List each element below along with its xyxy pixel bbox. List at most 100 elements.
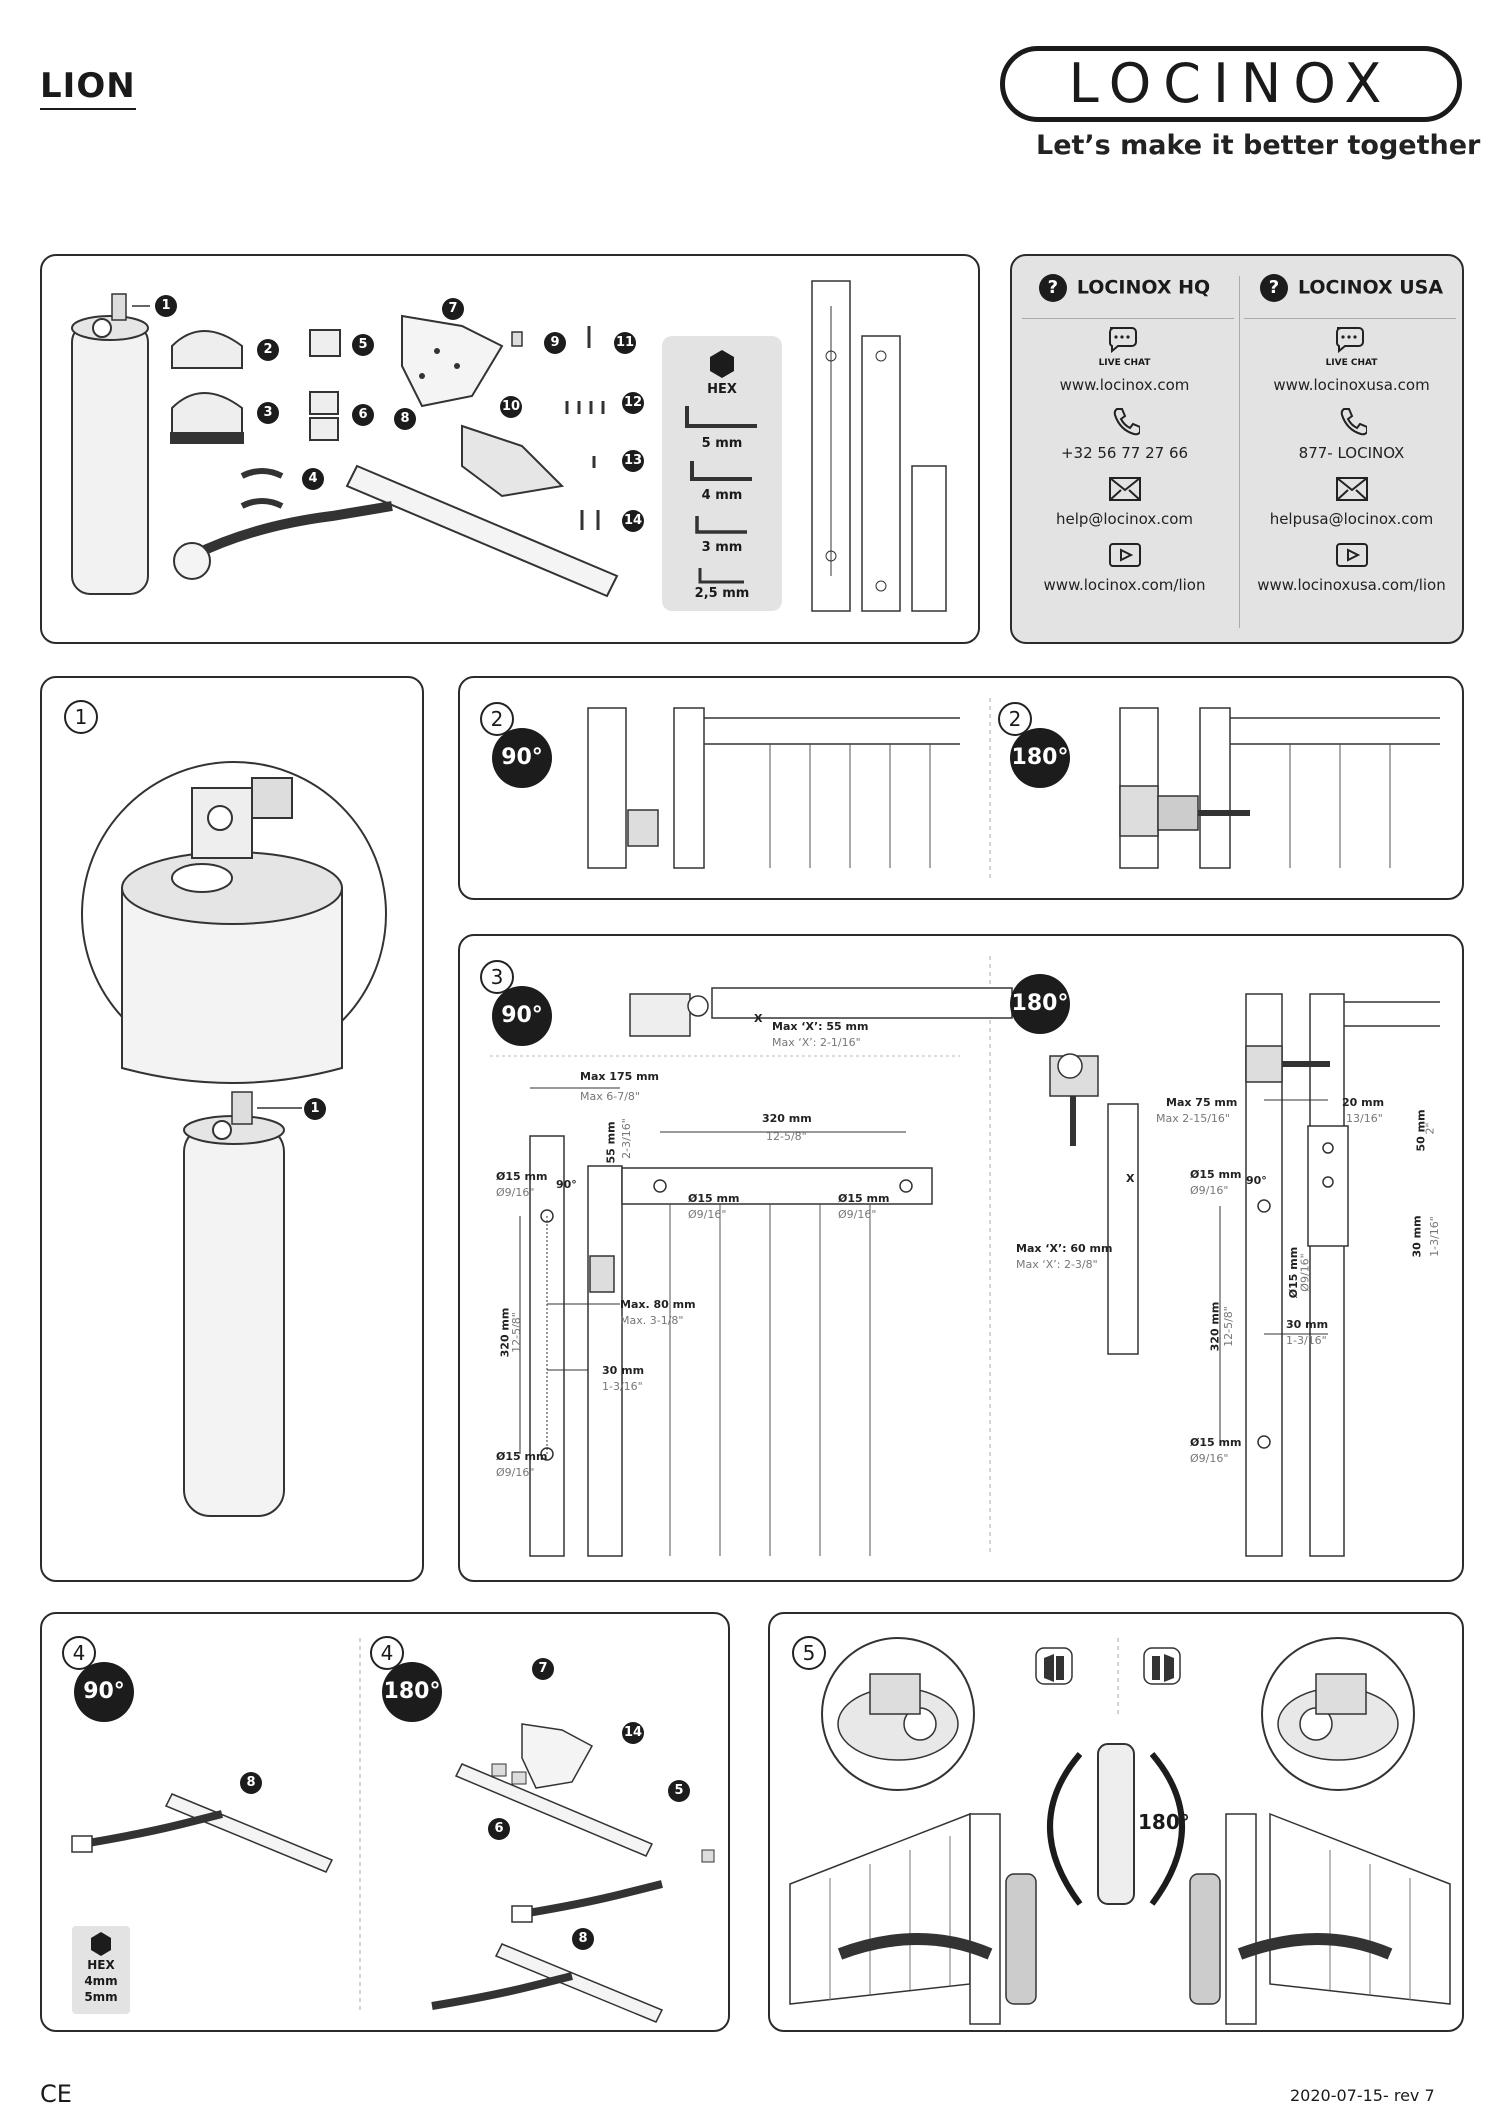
chat-icon	[1017, 324, 1232, 358]
step1-number: 1	[64, 700, 98, 734]
step4-callout-8b: 8	[572, 1928, 594, 1950]
hex-size-25: 2,5 mm	[694, 586, 750, 601]
parts-panel: 1 2 3 4 5 6 7 8 9 10 11 12 13 14 HEX 5 m…	[40, 254, 980, 644]
part-callout-10: 10	[500, 396, 522, 418]
part-callout-12: 12	[622, 392, 644, 414]
dim90-55-in: 2-3/16"	[619, 1118, 633, 1159]
step4-panel: 4 90° 4 180° 8 7 14 5 6 8 HEX 4mm 5mm	[40, 1612, 730, 2032]
usa-email[interactable]: helpusa@locinox.com	[1269, 510, 1434, 528]
dim90-d15-top: Ø15 mm	[496, 1170, 548, 1183]
step3-180-angle: 180°	[1010, 974, 1070, 1034]
dim90-d15-mid: Ø15 mm	[688, 1192, 740, 1205]
dim90-max80-in: Max. 3-1/8"	[620, 1314, 684, 1327]
step4-callout-7: 7	[532, 1658, 554, 1680]
part-callout-14: 14	[622, 510, 644, 532]
dim180-30v-in: 1-3/16"	[1427, 1216, 1441, 1257]
dim180-max75-in: Max 2-15/16"	[1156, 1112, 1230, 1125]
dim90-angle: 90°	[556, 1178, 577, 1191]
parts-illustration	[71, 280, 947, 612]
step4-90-angle: 90°	[74, 1662, 134, 1722]
email-icon	[1017, 476, 1232, 506]
dim180-d15v-in: Ø9/16"	[1298, 1253, 1312, 1292]
dim180-x-label: X	[1126, 1172, 1135, 1185]
contact-panel: ?LOCINOX HQ LIVE CHAT www.locinox.com +3…	[1010, 254, 1464, 644]
video-icon	[1017, 542, 1232, 572]
step2-panel: 2 90° 2 180°	[458, 676, 1464, 900]
part-callout-11: 11	[614, 332, 636, 354]
step4-hex-box: HEX 4mm 5mm	[72, 1926, 130, 2014]
step2-180-angle: 180°	[1010, 728, 1070, 788]
revision-label: 2020-07-15- rev 7	[1290, 2086, 1435, 2105]
hex-key-box: HEX 5 mm 4 mm 3 mm 2,5 mm	[662, 336, 782, 611]
phone-icon	[1244, 406, 1459, 440]
contact-usa: ?LOCINOX USA LIVE CHAT www.locinoxusa.co…	[1244, 256, 1459, 594]
hex-size-3: 3 mm	[701, 540, 743, 555]
question-icon: ?	[1038, 274, 1067, 302]
dim180-320: 320 mm	[1208, 1301, 1222, 1352]
brand-slogan: Let’s make it better together	[1036, 130, 1481, 161]
dim180-angle: 90°	[1246, 1174, 1267, 1187]
step3-panel: 3 90° 180° X Max ‘X’: 55 mm Max ‘X’: 2-1…	[458, 934, 1464, 1582]
part-callout-5: 5	[352, 334, 374, 356]
dim180-d15-top: Ø15 mm	[1190, 1168, 1242, 1181]
dim90-max80: Max. 80 mm	[620, 1298, 696, 1311]
ce-mark: CE	[40, 2080, 72, 2108]
dim180-d15-top-in: Ø9/16"	[1190, 1184, 1229, 1197]
hq-video[interactable]: www.locinox.com/lion	[1043, 576, 1206, 594]
hex-size-5: 5 mm	[701, 436, 743, 451]
product-title: LION	[40, 66, 136, 110]
dim90-max175-in: Max 6-7/8"	[580, 1090, 640, 1103]
usa-title: LOCINOX USA	[1297, 276, 1444, 299]
chat-icon	[1244, 324, 1459, 358]
dim180-30v: 30 mm	[1410, 1215, 1424, 1258]
step1-callout-1: 1	[304, 1098, 326, 1120]
step4-callout-6: 6	[488, 1818, 510, 1840]
part-callout-2: 2	[257, 339, 279, 361]
step4-hex-4: 4mm	[84, 1974, 118, 1988]
dim90-d15-mid-in: Ø9/16"	[688, 1208, 727, 1221]
dim90-x-label: X	[754, 1012, 763, 1025]
dim90-d15-bottom-in: Ø9/16"	[496, 1466, 535, 1479]
step4-hex-5: 5mm	[84, 1990, 118, 2004]
usa-video[interactable]: www.locinoxusa.com/lion	[1257, 576, 1446, 594]
step3-90-angle: 90°	[492, 986, 552, 1046]
hex-size-4: 4 mm	[701, 488, 743, 503]
step4-callout-8: 8	[240, 1772, 262, 1794]
dim180-50-in: 2"	[1423, 1122, 1437, 1135]
part-callout-4: 4	[302, 468, 324, 490]
step3-illustration	[490, 956, 1440, 1557]
step2-90-angle: 90°	[492, 728, 552, 788]
email-icon	[1244, 476, 1459, 506]
video-icon	[1244, 542, 1459, 572]
step2-illustration	[587, 698, 1440, 878]
part-callout-6: 6	[352, 404, 374, 426]
usa-phone[interactable]: 877- LOCINOX	[1298, 444, 1405, 462]
hq-email[interactable]: help@locinox.com	[1055, 510, 1194, 528]
usa-web[interactable]: www.locinoxusa.com	[1273, 376, 1430, 394]
dim180-max-x-in: Max ‘X’: 2-3/8"	[1016, 1258, 1098, 1271]
dim90-320-in: 12-5/8"	[766, 1130, 807, 1143]
question-icon: ?	[1259, 274, 1288, 302]
dim90-320: 320 mm	[762, 1112, 812, 1125]
dim90-max-x-in: Max ‘X’: 2-1/16"	[772, 1036, 861, 1049]
part-callout-1: 1	[155, 295, 177, 317]
contact-hq: ?LOCINOX HQ LIVE CHAT www.locinox.com +3…	[1017, 256, 1232, 594]
phone-icon	[1017, 406, 1232, 440]
dim180-320-in: 12-5/8"	[1221, 1306, 1235, 1347]
dim90-320v-in: 12-5/8"	[509, 1312, 523, 1353]
part-callout-8: 8	[394, 408, 416, 430]
dim180-20: 20 mm	[1342, 1096, 1385, 1109]
dim90-d15-right-in: Ø9/16"	[838, 1208, 877, 1221]
dim180-max75: Max 75 mm	[1166, 1096, 1238, 1109]
step5-illustration	[789, 1637, 1451, 2025]
part-callout-3: 3	[257, 402, 279, 424]
step4-hex-title: HEX	[87, 1958, 115, 1972]
dim180-d15-bottom: Ø15 mm	[1190, 1436, 1242, 1449]
dim90-30-in: 1-3/16"	[602, 1380, 643, 1393]
step5-panel: 5 180°	[768, 1612, 1464, 2032]
hq-web[interactable]: www.locinox.com	[1059, 376, 1190, 394]
step1-illustration	[81, 761, 387, 1517]
hex-icon	[91, 1932, 111, 1956]
part-callout-13: 13	[622, 450, 644, 472]
hq-phone[interactable]: +32 56 77 27 66	[1060, 444, 1189, 462]
